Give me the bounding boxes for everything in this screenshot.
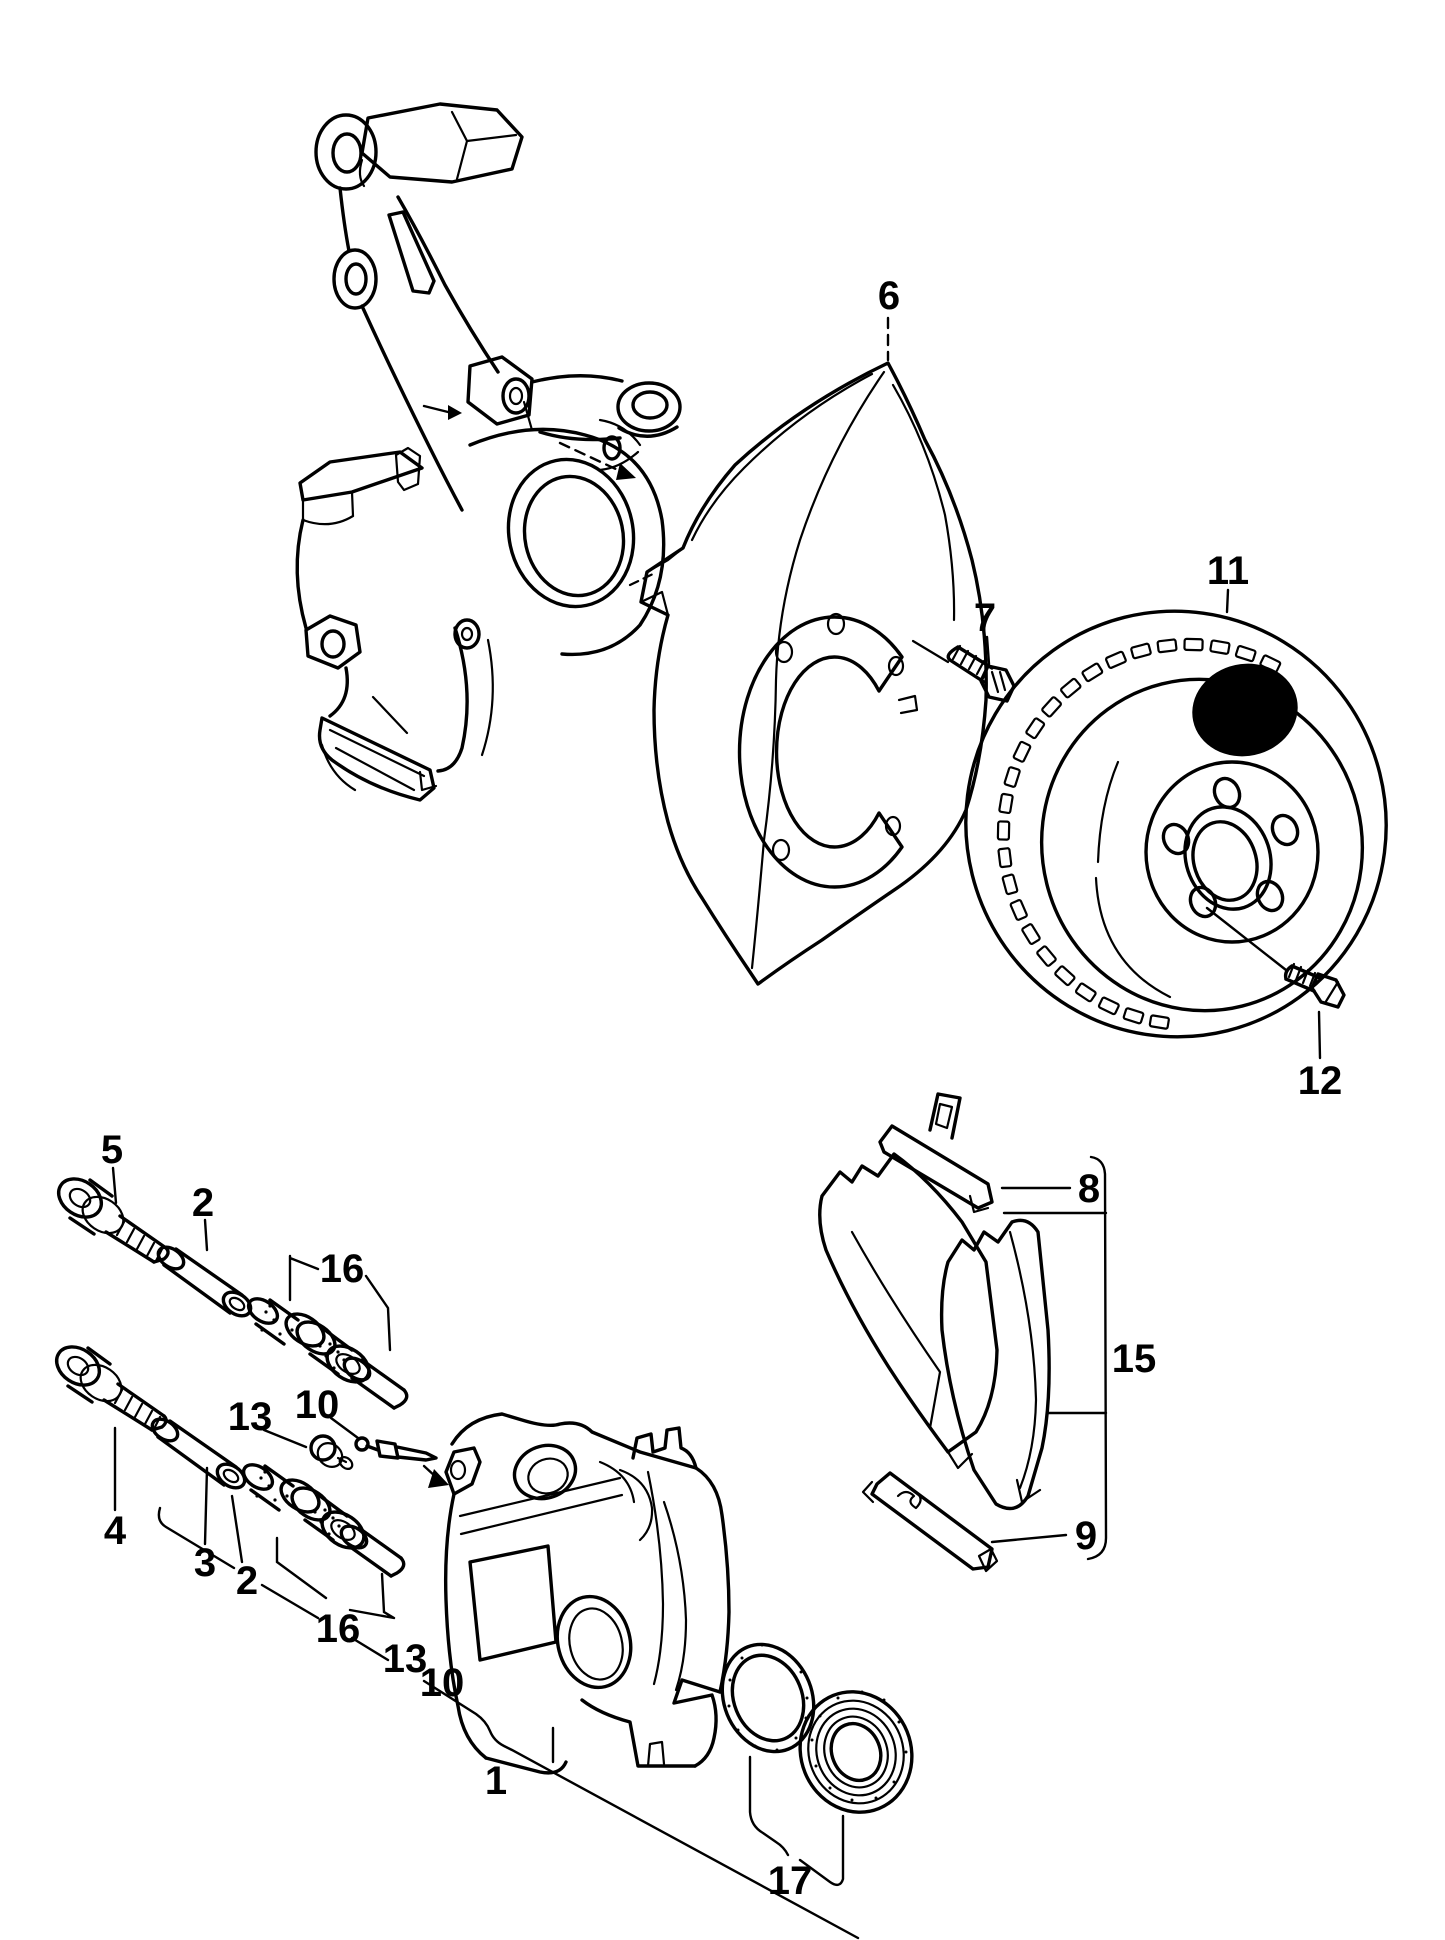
axis-line	[558, 441, 622, 473]
boot-texture-dots	[810, 1690, 908, 1802]
wheel-bolt-12	[1283, 962, 1346, 1009]
callout-11-12: 11	[1207, 549, 1249, 593]
disc-vent-slot	[1003, 766, 1021, 788]
guide-hardware	[47, 1177, 409, 1578]
leader-10	[329, 1416, 360, 1440]
shield-bolt-7	[911, 639, 1016, 703]
disc-vent-slot	[1012, 740, 1032, 763]
disc-vent-slot	[998, 792, 1014, 815]
pad-spring-8	[878, 1124, 994, 1210]
disc-vent-slot	[1130, 642, 1152, 660]
leader-13	[262, 1428, 308, 1449]
callout-4-4: 4	[104, 1509, 127, 1553]
pad-retainer-9	[870, 1471, 994, 1571]
splash-shield	[628, 361, 988, 986]
bolt7-axis	[911, 639, 950, 664]
bracket-1	[157, 1506, 860, 1940]
bleeder-valve-10	[354, 1436, 438, 1462]
bracket-17	[748, 1755, 845, 1887]
disc-vent-slot	[1009, 899, 1028, 921]
bracket-15	[1002, 1155, 1108, 1561]
brake-pad-inner	[939, 1218, 1051, 1511]
seal-texture-dots	[727, 1643, 809, 1752]
leader-3	[203, 1466, 209, 1546]
leader-11	[1225, 588, 1230, 614]
callout-16-18: 16	[316, 1607, 361, 1651]
leader-7	[985, 635, 991, 666]
leader-5	[111, 1166, 118, 1205]
arrow-into-caliper-icon	[428, 1469, 449, 1488]
disc-vent-slots	[996, 637, 1282, 1030]
callout-brackets	[157, 1155, 1108, 1940]
disc-vent-slot	[1021, 923, 1041, 945]
brake-caliper	[309, 1412, 731, 1775]
leader-12-diagonal	[1205, 906, 1288, 972]
callout-10-11: 10	[420, 1661, 465, 1705]
disc-vent-slot	[1156, 638, 1178, 654]
bleeder-cap-13	[309, 1434, 354, 1471]
callout-15-16: 15	[1112, 1337, 1157, 1381]
disc-vent-slot	[1234, 645, 1257, 663]
arrow-right-icon	[616, 463, 636, 480]
brake-pad-outer	[818, 1152, 999, 1454]
callout-16-17: 16	[320, 1247, 365, 1291]
disc-vent-slot	[1081, 662, 1104, 683]
leader-2	[230, 1494, 244, 1564]
arrow-right-icon	[448, 405, 462, 420]
disc-vent-slot	[1041, 696, 1062, 718]
guide-bushing-16	[246, 1297, 371, 1384]
disc-vent-slot	[997, 847, 1013, 869]
brake-disc	[964, 609, 1388, 1039]
callout-7-7: 7	[974, 596, 996, 640]
disc-vent-slot	[1054, 965, 1076, 987]
disc-vent-slot	[1148, 1014, 1170, 1030]
callout-9-9: 9	[1075, 1514, 1097, 1558]
callout-1-0: 1	[485, 1759, 507, 1803]
leader-9	[990, 1533, 1068, 1544]
guide-bolt-5	[56, 1177, 170, 1264]
leader-12	[1317, 1010, 1322, 1060]
disc-vent-slot	[1036, 945, 1057, 967]
callout-13-14: 13	[228, 1395, 273, 1439]
caliper-seals-17	[720, 1642, 914, 1814]
disc-vent-slot	[1122, 1007, 1145, 1025]
disc-vent-slot	[1001, 873, 1019, 896]
disc-vent-slot	[1097, 996, 1120, 1016]
brake-pads	[818, 1092, 1051, 1573]
bracket-16-upper	[288, 1254, 392, 1352]
bracket-16-lower	[275, 1536, 396, 1620]
callout-2-1: 2	[192, 1181, 214, 1225]
callout-12-13: 12	[1298, 1059, 1343, 1103]
axis-arrow	[422, 404, 450, 414]
callout-8-8: 8	[1078, 1167, 1100, 1211]
steering-knuckle	[295, 102, 682, 802]
callout-6-6: 6	[878, 274, 900, 318]
disc-vent-slot	[996, 820, 1011, 841]
callout-5-5: 5	[101, 1128, 123, 1172]
disc-vent-slot	[1060, 677, 1082, 699]
guide-bushing-sleeve	[342, 1356, 409, 1410]
disc-vent-slot	[1183, 637, 1204, 652]
callout-3-3: 3	[194, 1541, 216, 1585]
disc-vent-slot	[1209, 639, 1231, 655]
callout-2-2: 2	[236, 1559, 258, 1603]
disc-vent-slot	[1025, 717, 1046, 740]
callout-17-19: 17	[768, 1859, 813, 1903]
disc-vent-slot	[1074, 982, 1097, 1003]
redaction-dot	[1192, 663, 1298, 757]
callout-10-10: 10	[295, 1383, 340, 1427]
callout-13-15: 13	[383, 1637, 428, 1681]
leader-2	[203, 1218, 209, 1252]
disc-vent-slot	[1105, 650, 1127, 669]
